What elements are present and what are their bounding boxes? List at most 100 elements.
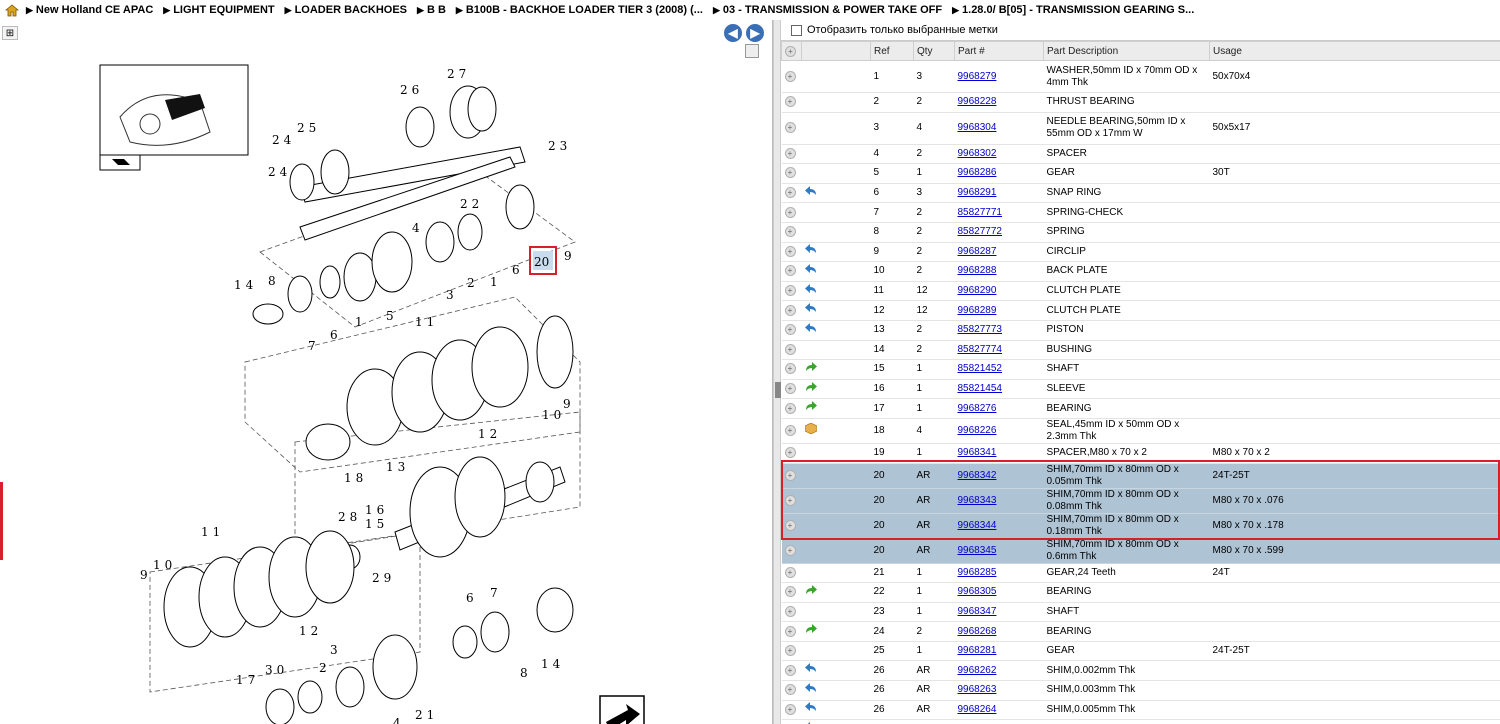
plus-icon[interactable]: +: [784, 285, 796, 297]
plus-icon[interactable]: +: [784, 226, 796, 238]
breadcrumb-item[interactable]: ▶LOADER BACKHOES: [284, 4, 408, 17]
part-number-link[interactable]: 9968288: [957, 265, 997, 277]
diagram-label[interactable]: 1: [355, 315, 367, 329]
row-add-cell[interactable]: +: [781, 719, 802, 724]
part-number-link[interactable]: 9968264: [957, 703, 997, 715]
filter-checkbox[interactable]: [791, 24, 802, 36]
breadcrumb-item[interactable]: ▶03 - TRANSMISSION & POWER TAKE OFF: [712, 4, 943, 17]
part-number-link[interactable]: 9968262: [957, 664, 997, 676]
header-description[interactable]: Part Description: [1043, 41, 1210, 61]
plus-icon[interactable]: +: [784, 206, 796, 218]
plus-icon[interactable]: +: [784, 363, 796, 375]
row-add-cell[interactable]: +: [781, 359, 802, 380]
plus-icon[interactable]: +: [784, 70, 796, 82]
diagram-label[interactable]: 24: [268, 165, 291, 179]
part-number-link[interactable]: 85827773: [957, 324, 1003, 336]
diagram-thumbnail[interactable]: [99, 64, 249, 171]
diagram-label[interactable]: 17: [236, 673, 259, 687]
breadcrumb-item[interactable]: ▶1.28.0/ B[05] - TRANSMISSION GEARING S.…: [952, 4, 1195, 17]
plus-icon[interactable]: +: [784, 664, 796, 676]
diagram-label[interactable]: 9: [563, 397, 575, 411]
arrow-left-icon[interactable]: ◀: [724, 24, 742, 42]
next-page-icon[interactable]: [599, 695, 645, 724]
plus-icon[interactable]: +: [784, 519, 796, 531]
part-number-link[interactable]: 9968291: [957, 187, 997, 199]
row-add-cell[interactable]: +: [781, 92, 802, 113]
part-number-link[interactable]: 85827771: [957, 206, 1003, 218]
diagram-label-highlight[interactable]: 20: [534, 255, 549, 269]
diagram-label[interactable]: 22: [460, 197, 483, 211]
diagram-label[interactable]: 15: [365, 517, 388, 531]
diagram-label[interactable]: 10: [542, 408, 565, 422]
row-add-cell[interactable]: +: [781, 60, 802, 93]
row-add-cell[interactable]: +: [781, 281, 802, 302]
diagram-label[interactable]: 30: [265, 663, 288, 677]
diagram-label[interactable]: 8: [520, 666, 532, 680]
diagram-label[interactable]: 3: [330, 643, 342, 657]
plus-icon[interactable]: +: [784, 383, 796, 395]
add-icon[interactable]: ⊞: [2, 26, 18, 40]
plus-icon[interactable]: +: [784, 402, 796, 414]
diagram-label[interactable]: 12: [299, 624, 322, 638]
diagram-label[interactable]: 4: [412, 221, 424, 235]
part-number-link[interactable]: 9968347: [957, 605, 997, 617]
plus-icon[interactable]: +: [784, 625, 796, 637]
diagram-label[interactable]: 6: [466, 591, 478, 605]
part-number-link[interactable]: 85821454: [957, 383, 1003, 395]
plus-icon[interactable]: +: [784, 605, 796, 617]
part-number-link[interactable]: 9968279: [957, 70, 997, 82]
plus-icon[interactable]: +: [784, 96, 796, 108]
row-add-cell[interactable]: +: [781, 398, 802, 419]
row-add-cell[interactable]: +: [781, 700, 802, 721]
diagram-label[interactable]: 5: [386, 309, 398, 323]
row-add-cell[interactable]: +: [781, 418, 802, 444]
part-number-link[interactable]: 85821452: [957, 363, 1003, 375]
breadcrumb-item[interactable]: ▶New Holland CE APAC: [26, 4, 154, 17]
diagram-label[interactable]: 23: [548, 139, 571, 153]
plus-icon[interactable]: +: [784, 544, 796, 556]
diagram-label[interactable]: 4: [393, 716, 405, 724]
plus-icon[interactable]: +: [784, 469, 796, 481]
row-add-cell[interactable]: +: [781, 202, 802, 223]
header-part[interactable]: Part #: [954, 41, 1044, 61]
plus-icon[interactable]: +: [784, 122, 796, 134]
row-add-cell[interactable]: +: [781, 183, 802, 204]
plus-icon[interactable]: +: [784, 494, 796, 506]
diagram-label[interactable]: 28: [338, 510, 361, 524]
part-number-link[interactable]: 9968268: [957, 625, 997, 637]
part-number-link[interactable]: 9968290: [957, 285, 997, 297]
plus-icon[interactable]: +: [784, 245, 796, 257]
part-number-link[interactable]: 9968343: [957, 494, 997, 506]
part-number-link[interactable]: 9968305: [957, 586, 997, 598]
part-number-link[interactable]: 9968341: [957, 447, 997, 459]
diagram-label[interactable]: 6: [512, 263, 524, 277]
row-add-cell[interactable]: +: [781, 463, 802, 489]
part-number-link[interactable]: 9968285: [957, 566, 997, 578]
diagram-label[interactable]: 24: [272, 133, 295, 147]
diagram-label[interactable]: 11: [415, 315, 438, 329]
plus-icon[interactable]: +: [784, 447, 796, 459]
diagram-label[interactable]: 21: [415, 708, 438, 722]
plus-icon[interactable]: +: [784, 343, 796, 355]
part-number-link[interactable]: 9968276: [957, 402, 997, 414]
row-add-cell[interactable]: +: [781, 443, 802, 464]
part-number-link[interactable]: 9968228: [957, 96, 997, 108]
diagram-label[interactable]: 6: [330, 328, 342, 342]
part-number-link[interactable]: 9968226: [957, 424, 997, 436]
